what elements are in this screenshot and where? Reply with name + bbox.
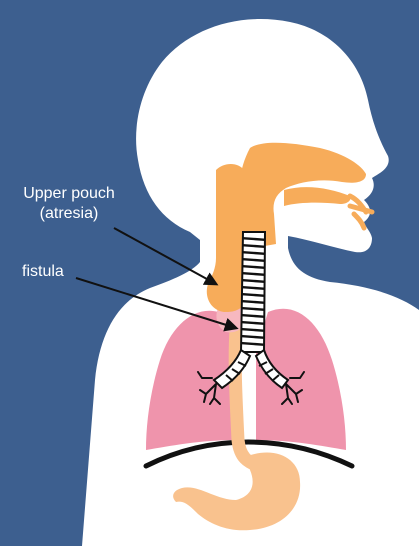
upper-pouch-label-line1: Upper pouch bbox=[8, 184, 130, 204]
trachea-outline bbox=[241, 232, 265, 352]
upper-pouch-label-line2: (atresia) bbox=[8, 204, 130, 224]
upper-pouch-label: Upper pouch (atresia) bbox=[8, 184, 130, 224]
fistula-label: fistula bbox=[22, 262, 64, 282]
